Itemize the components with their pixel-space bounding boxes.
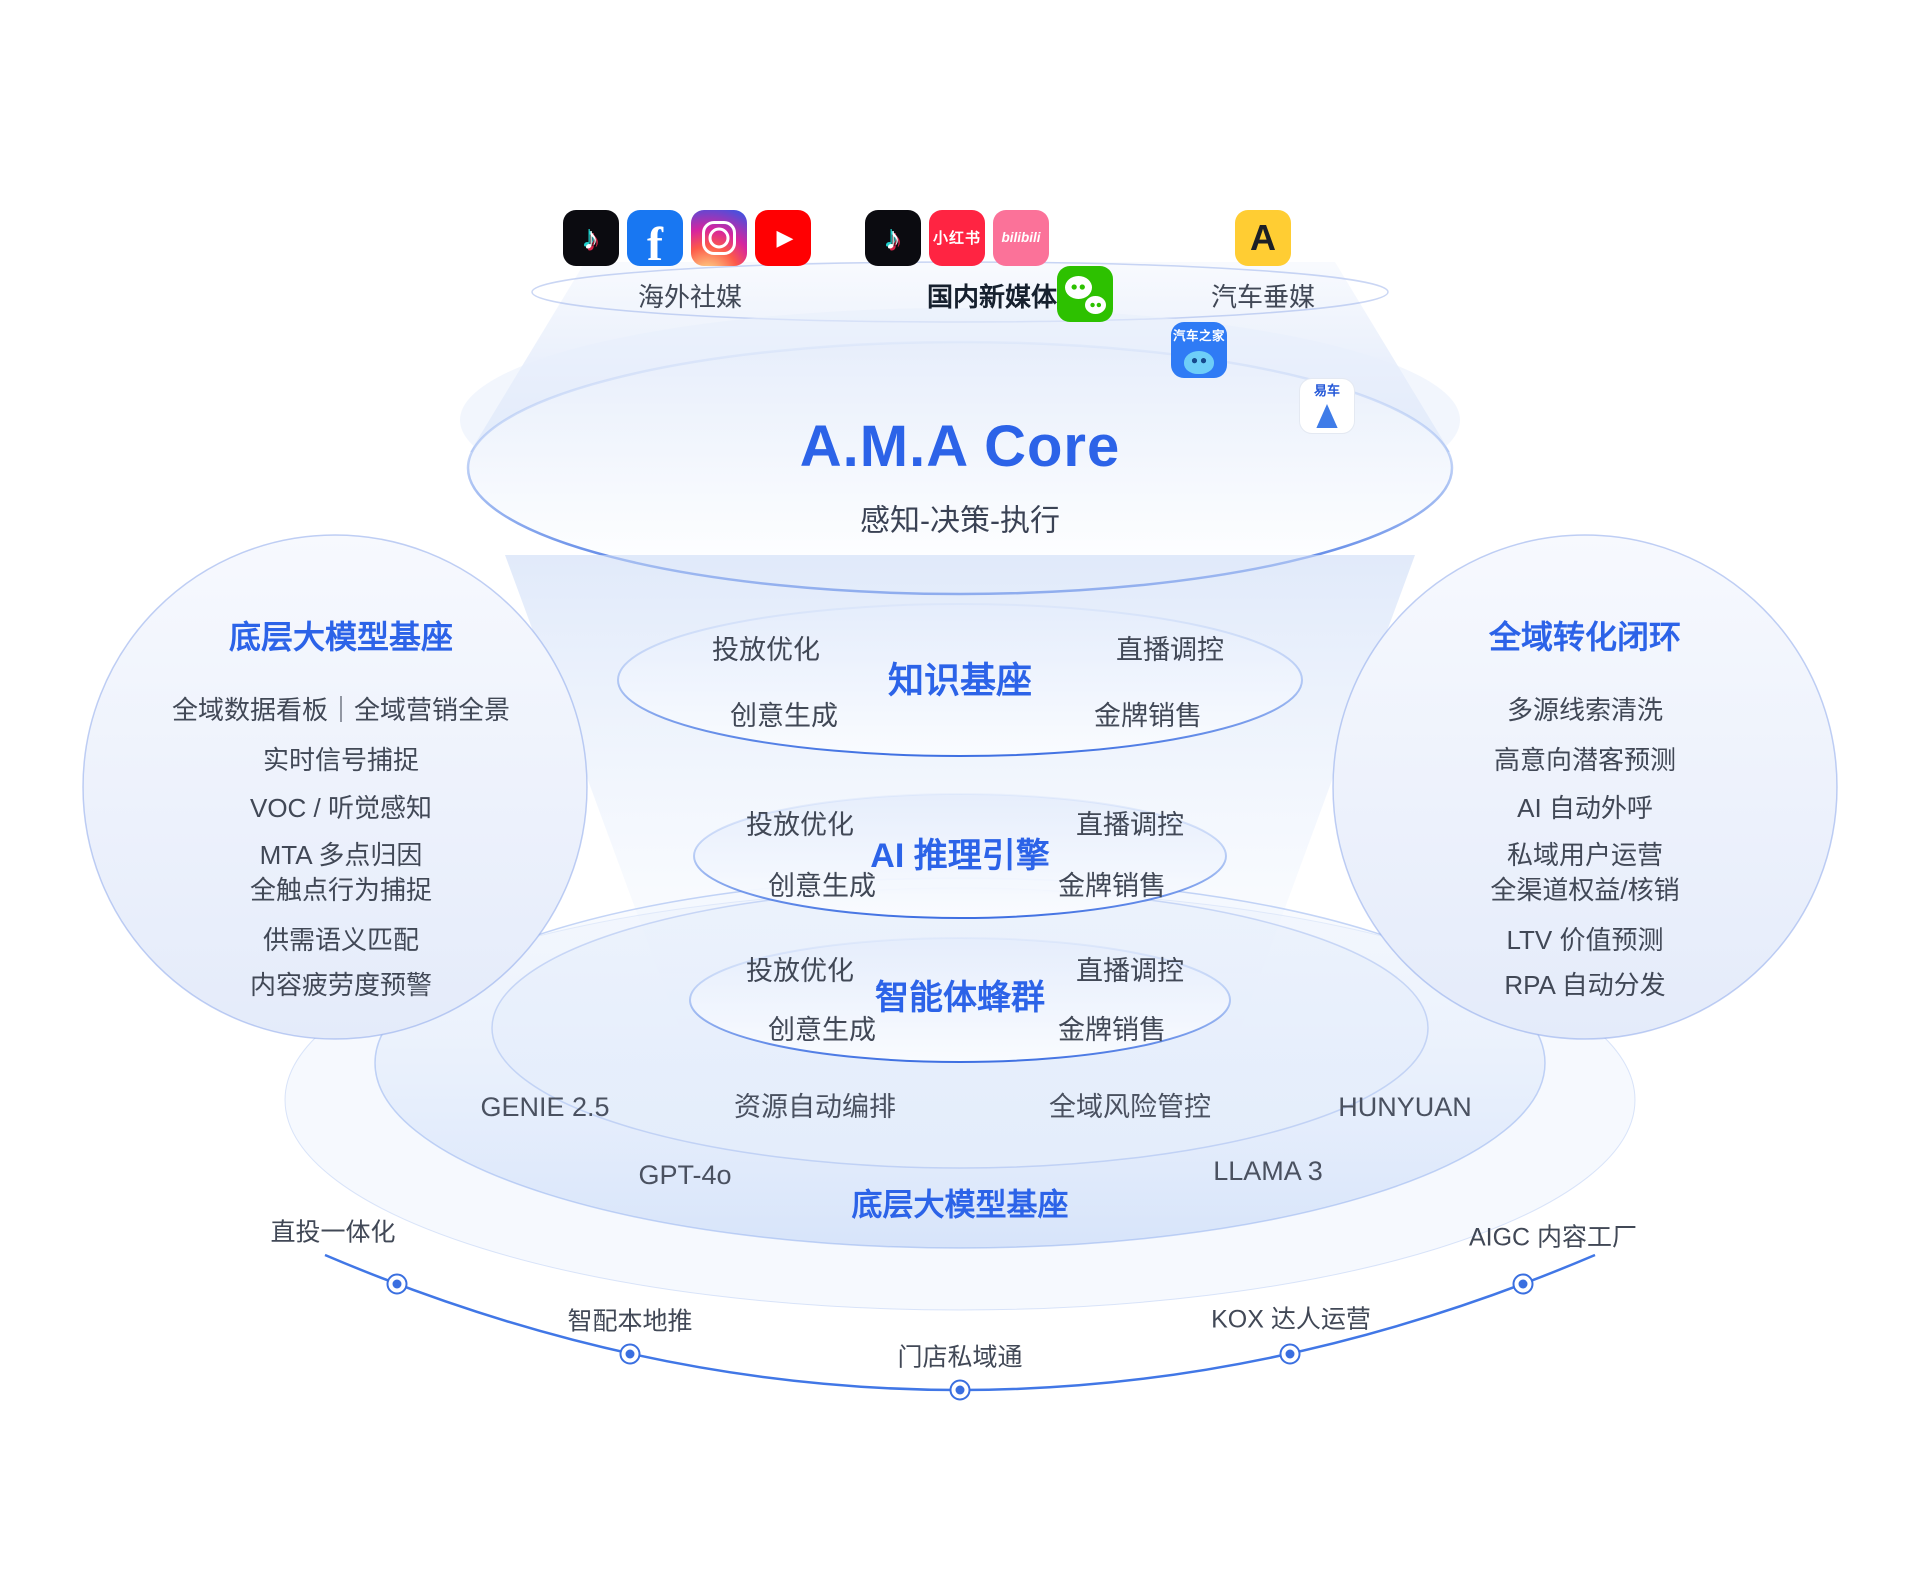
youtube-icon: ▶ [755,210,811,266]
arc-node-label: 门店私域通 [897,1343,1023,1372]
autohome-icon: 汽车之家 [1171,322,1227,378]
arc-node-dot [949,1379,971,1401]
layer-ellipse-reasoning [693,793,1227,919]
arc-node-label: AIGC 内容工厂 [1468,1223,1638,1252]
core-subtitle: 感知-决策-执行 [860,504,1060,538]
left-panel-item: MTA 多点归因 [259,839,423,870]
layer-title: 智能体蜂群 [875,978,1045,1017]
douyin-icon: ♪ [865,210,921,266]
foundation-row2-label: GPT-4o [638,1160,732,1191]
autohome-icon-glyph: 汽车之家 [1172,329,1225,343]
left-panel-circle [82,534,588,1040]
left-panel-item: 供需语义匹配 [262,924,420,955]
foundation-row2-label: LLAMA 3 [1213,1156,1323,1187]
bilibili-icon: bilibili [993,210,1049,266]
yiche-icon-glyph: 易车 [1313,383,1340,398]
tiktok-icon: ♪ [563,210,619,266]
layer-left-label: 创意生成 [730,701,838,732]
right-panel-item: 高意向潜客预测 [1493,744,1677,775]
right-panel-item: AI 自动外呼 [1517,792,1653,823]
left-panel-title: 底层大模型基座 [228,619,454,655]
douyin-icon-glyph: ♪ [885,220,901,256]
channel-group-label: 海外社媒 [637,281,743,312]
facebook-icon: f [627,210,683,266]
tiktok-icon-glyph: ♪ [583,220,599,256]
foundation-row1-label: 资源自动编排 [734,1092,896,1123]
xiaohongshu-icon: 小红书 [929,210,985,266]
arc-node-dot [619,1343,641,1365]
layer-ellipse-agents [689,937,1231,1063]
foundation-row1-label: GENIE 2.5 [480,1092,610,1123]
arc-node-label: 直投一体化 [270,1218,396,1247]
core-title: A.M.A Core [799,413,1121,479]
right-panel-item: 私域用户运营 [1506,839,1664,870]
channel-group-label: 汽车垂媒 [1210,281,1316,312]
layer-right-label: 金牌销售 [1058,1015,1166,1046]
left-panel-item: VOC / 听觉感知 [249,792,433,823]
layer-left-label: 投放优化 [712,635,820,666]
right-panel-item: 多源线索清洗 [1506,694,1664,725]
left-panel-item: 全域数据看板｜全域营销全景 [171,694,511,725]
bilibili-icon-glyph: bilibili [1001,230,1041,246]
layer-ellipse-knowledge [617,603,1303,757]
left-panel-item: 实时信号捕捉 [262,744,420,775]
foundation-row1-label: HUNYUAN [1338,1092,1472,1123]
dongchedi-icon: A [1235,210,1291,266]
xiaohongshu-icon-glyph: 小红书 [932,229,981,247]
arc-node-label: 智配本地推 [567,1307,693,1336]
arc-node-dot [1279,1343,1301,1365]
foundation-title: 底层大模型基座 [851,1187,1069,1223]
left-panel-item: 内容疲劳度预警 [249,969,433,1000]
yiche-icon: 易车 [1299,378,1355,434]
layer-right-label: 直播调控 [1076,810,1184,841]
layer-title: 知识基座 [887,659,1033,701]
layer-left-label: 投放优化 [746,810,854,841]
facebook-icon-glyph: f [647,218,663,267]
arc-node-dot [1512,1273,1534,1295]
foundation-row1-label: 全域风险管控 [1049,1092,1211,1123]
arc-node-label: KOX 达人运营 [1211,1305,1371,1334]
layer-right-label: 直播调控 [1116,635,1224,666]
left-panel-item: 全触点行为捕捉 [249,874,433,905]
layer-right-label: 金牌销售 [1094,701,1202,732]
right-panel-title: 全域转化闭环 [1488,619,1682,655]
right-panel-item: LTV 价值预测 [1506,924,1664,955]
right-panel-item: 全渠道权益/核销 [1490,874,1680,905]
instagram-icon [691,210,747,266]
layer-left-label: 创意生成 [768,871,876,902]
layer-title: AI 推理引擎 [870,836,1050,875]
right-panel-item: RPA 自动分发 [1504,969,1666,1000]
right-panel-circle [1332,534,1838,1040]
youtube-icon-glyph: ▶ [776,225,794,250]
arc-node-dot [386,1273,408,1295]
layer-left-label: 投放优化 [746,956,854,987]
dongchedi-icon-glyph: A [1250,217,1276,258]
layer-right-label: 直播调控 [1076,956,1184,987]
channel-group-label: 国内新媒体 [926,281,1058,312]
wechat-icon [1057,266,1113,322]
layer-left-label: 创意生成 [768,1015,876,1046]
layer-right-label: 金牌销售 [1058,871,1166,902]
